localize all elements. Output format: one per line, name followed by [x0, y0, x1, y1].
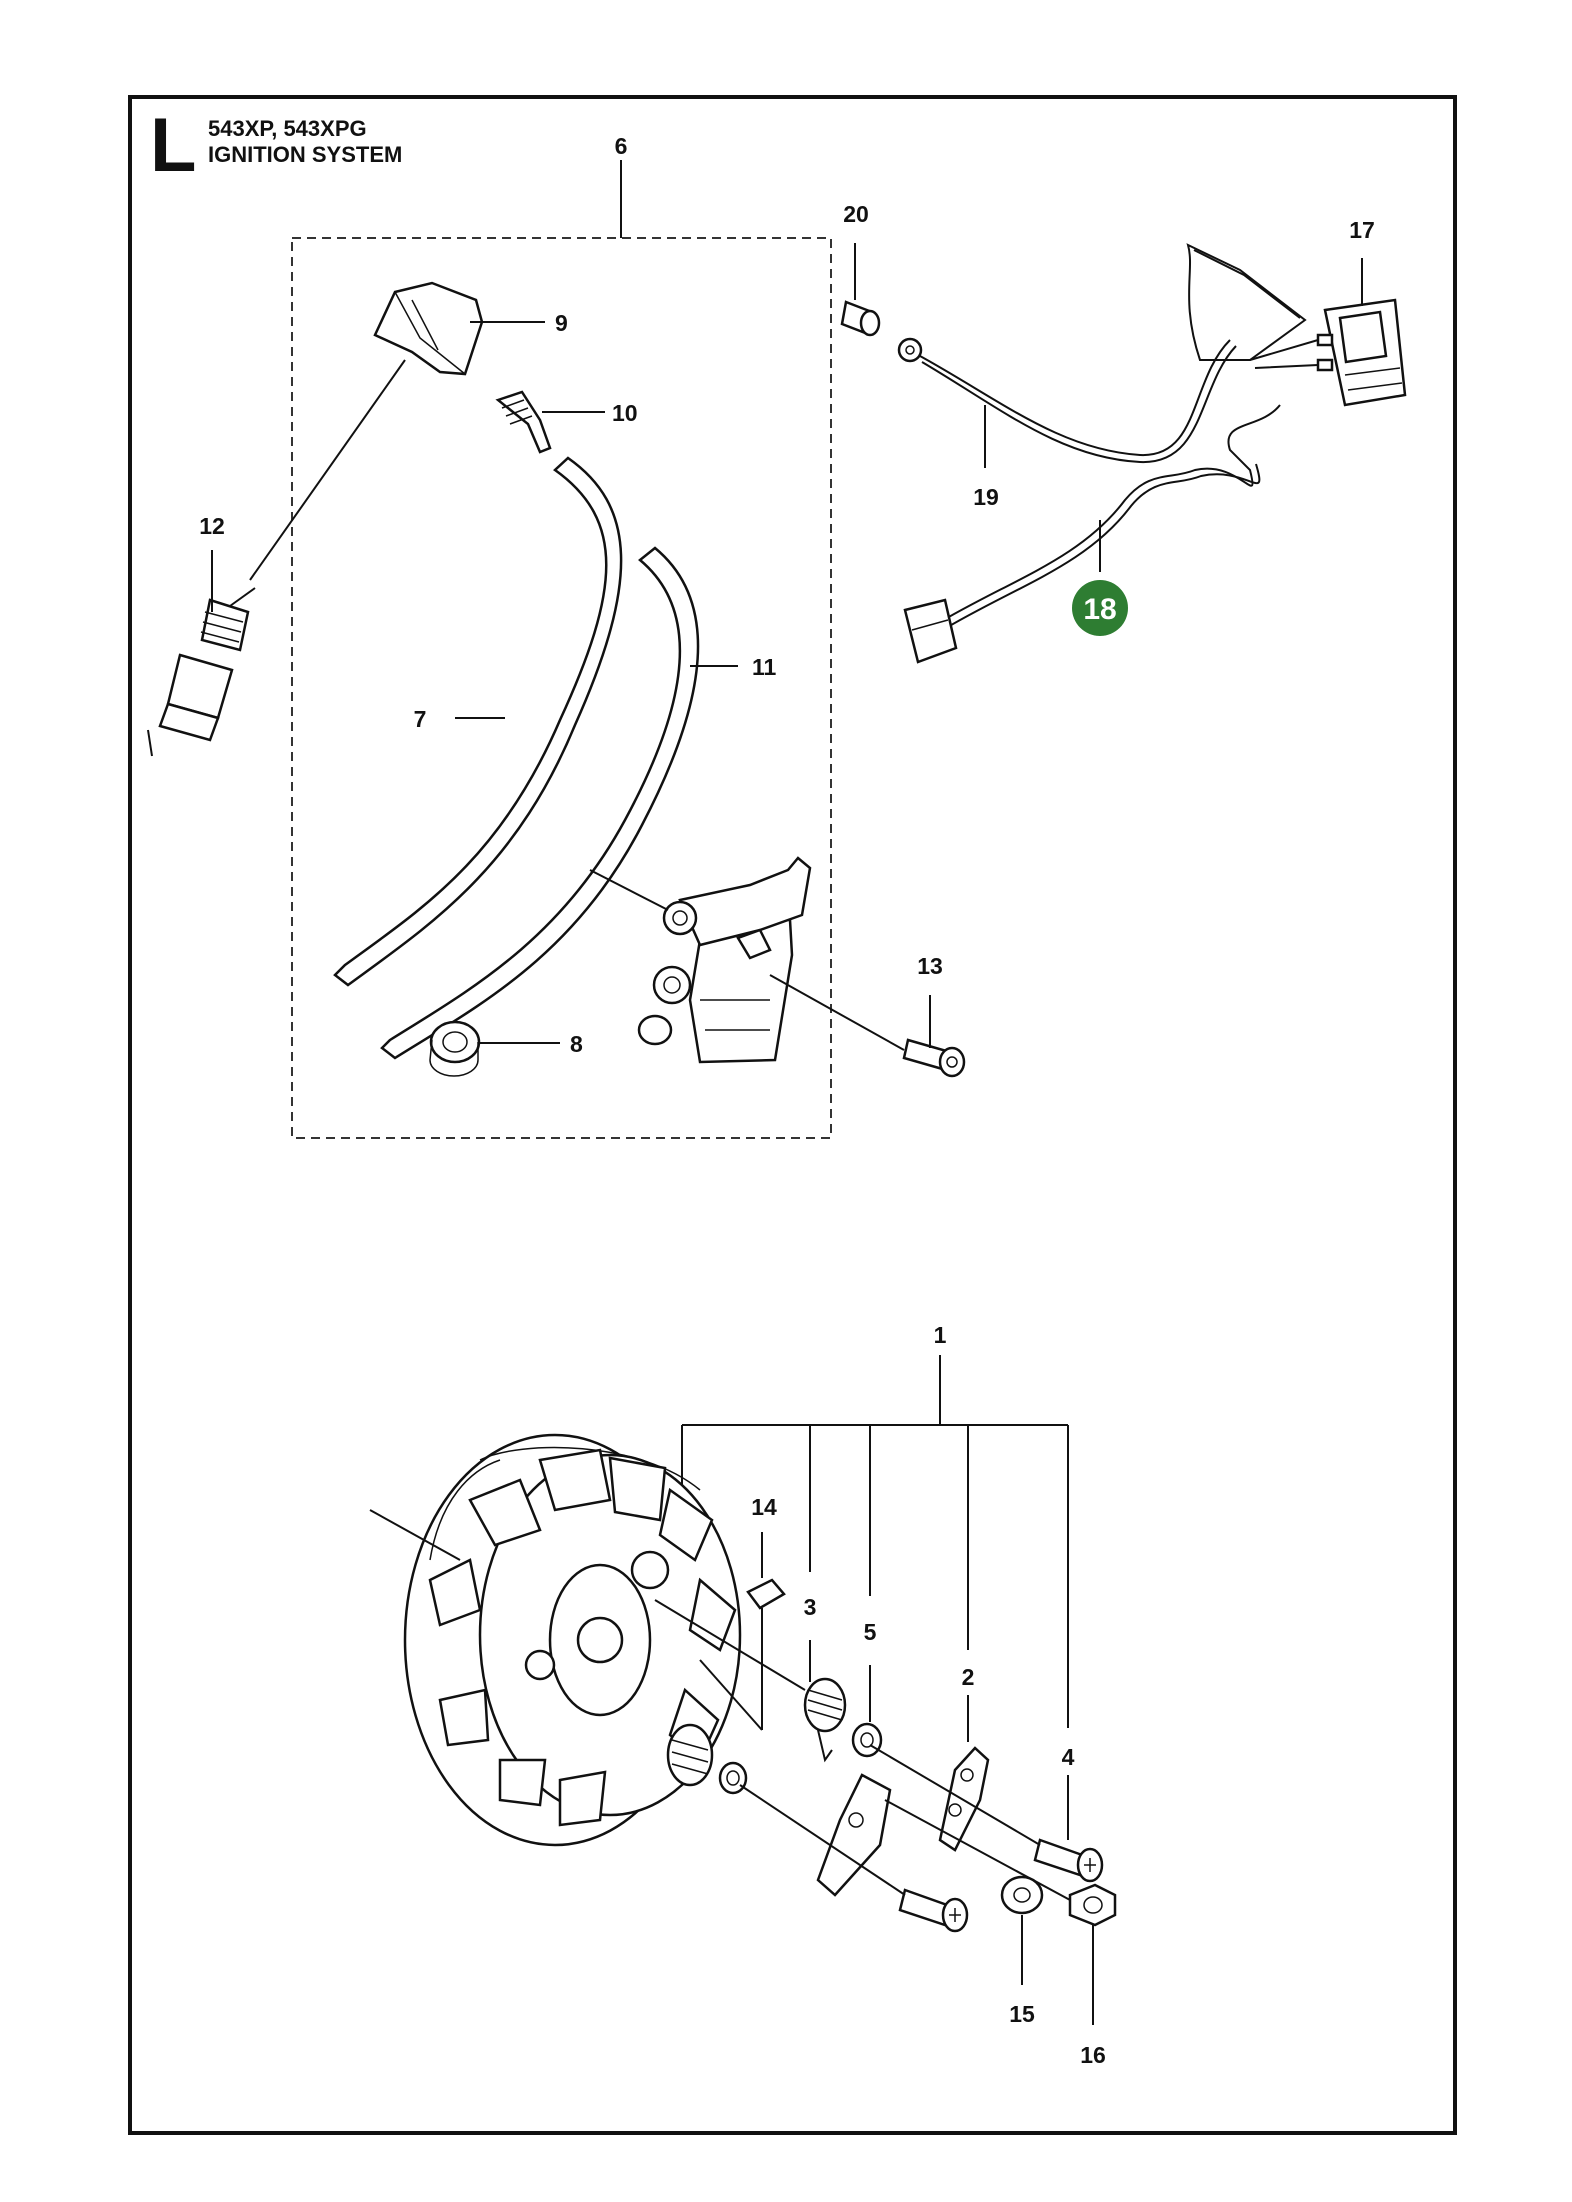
pawl-screw-alt [898, 1888, 969, 1933]
leader-14-c [699, 1659, 763, 1731]
callout-5: 5 [864, 1619, 877, 1645]
callout-20: 20 [843, 201, 869, 227]
module-screw [902, 1038, 966, 1078]
ignition-lead-alt [380, 546, 700, 1060]
leader-flywheel [369, 1509, 461, 1561]
callout-1: 1 [934, 1322, 947, 1348]
callout-8: 8 [570, 1031, 583, 1057]
pawl-screw [1033, 1838, 1104, 1883]
callout-10: 10 [612, 400, 638, 426]
grommet [429, 1020, 481, 1077]
section-letter: L [150, 103, 197, 188]
leader-4-path-alt [739, 1784, 906, 1896]
callout-2: 2 [962, 1664, 975, 1690]
flywheel-key [746, 1578, 786, 1610]
callout-3: 3 [804, 1594, 817, 1620]
leader-4-path [869, 1744, 1041, 1846]
washer-small [851, 1722, 883, 1758]
earth-cable [897, 337, 1237, 464]
stop-switch [1186, 243, 1407, 407]
callout-7: 7 [414, 706, 427, 732]
highlight-badge [1072, 580, 1128, 636]
spark-plug-cap [373, 281, 484, 376]
callout-14: 14 [751, 1494, 777, 1520]
section-title: IGNITION SYSTEM [208, 142, 403, 167]
leader-13-path [769, 974, 905, 1051]
pawl-primary [938, 1746, 990, 1852]
callout-18: 18 [1083, 593, 1116, 626]
callout-18-highlight: 18 [1072, 580, 1128, 636]
spring-primary [803, 1677, 847, 1763]
leader-16-path [884, 1799, 1071, 1901]
leader-12-cap [249, 359, 406, 581]
callout-6: 6 [615, 133, 628, 159]
spark-plug [147, 587, 256, 757]
short-circuit-cable [903, 404, 1281, 664]
title-block: 543XP, 543XPG IGNITION SYSTEM [208, 116, 402, 168]
spring-secondary [666, 1723, 714, 1787]
callout-4: 4 [1062, 1744, 1075, 1770]
callout-15: 15 [1009, 2001, 1035, 2027]
washer-small-alt [718, 1761, 748, 1795]
earth-screw [840, 300, 881, 337]
callout-9: 9 [555, 310, 568, 336]
flywheel-nut [1068, 1883, 1117, 1927]
model-list: 543XP, 543XPG [208, 116, 367, 141]
ignition-lead [333, 456, 623, 987]
leader-module [589, 869, 669, 911]
pawl-secondary [816, 1773, 892, 1897]
washer-large [1000, 1875, 1044, 1915]
callout-19: 19 [973, 484, 999, 510]
leader-3-path [654, 1599, 806, 1691]
page-frame [128, 95, 1457, 2135]
callout-11: 11 [752, 654, 777, 680]
flywheel [403, 1433, 742, 1847]
callout-13: 13 [917, 953, 943, 979]
assembly-1-bracket [681, 1355, 1069, 1728]
callout-17: 17 [1349, 217, 1375, 243]
callout-12: 12 [199, 513, 225, 539]
spring-clip [495, 390, 552, 454]
ignition-module [637, 856, 812, 1064]
callout-16: 16 [1080, 2042, 1106, 2068]
